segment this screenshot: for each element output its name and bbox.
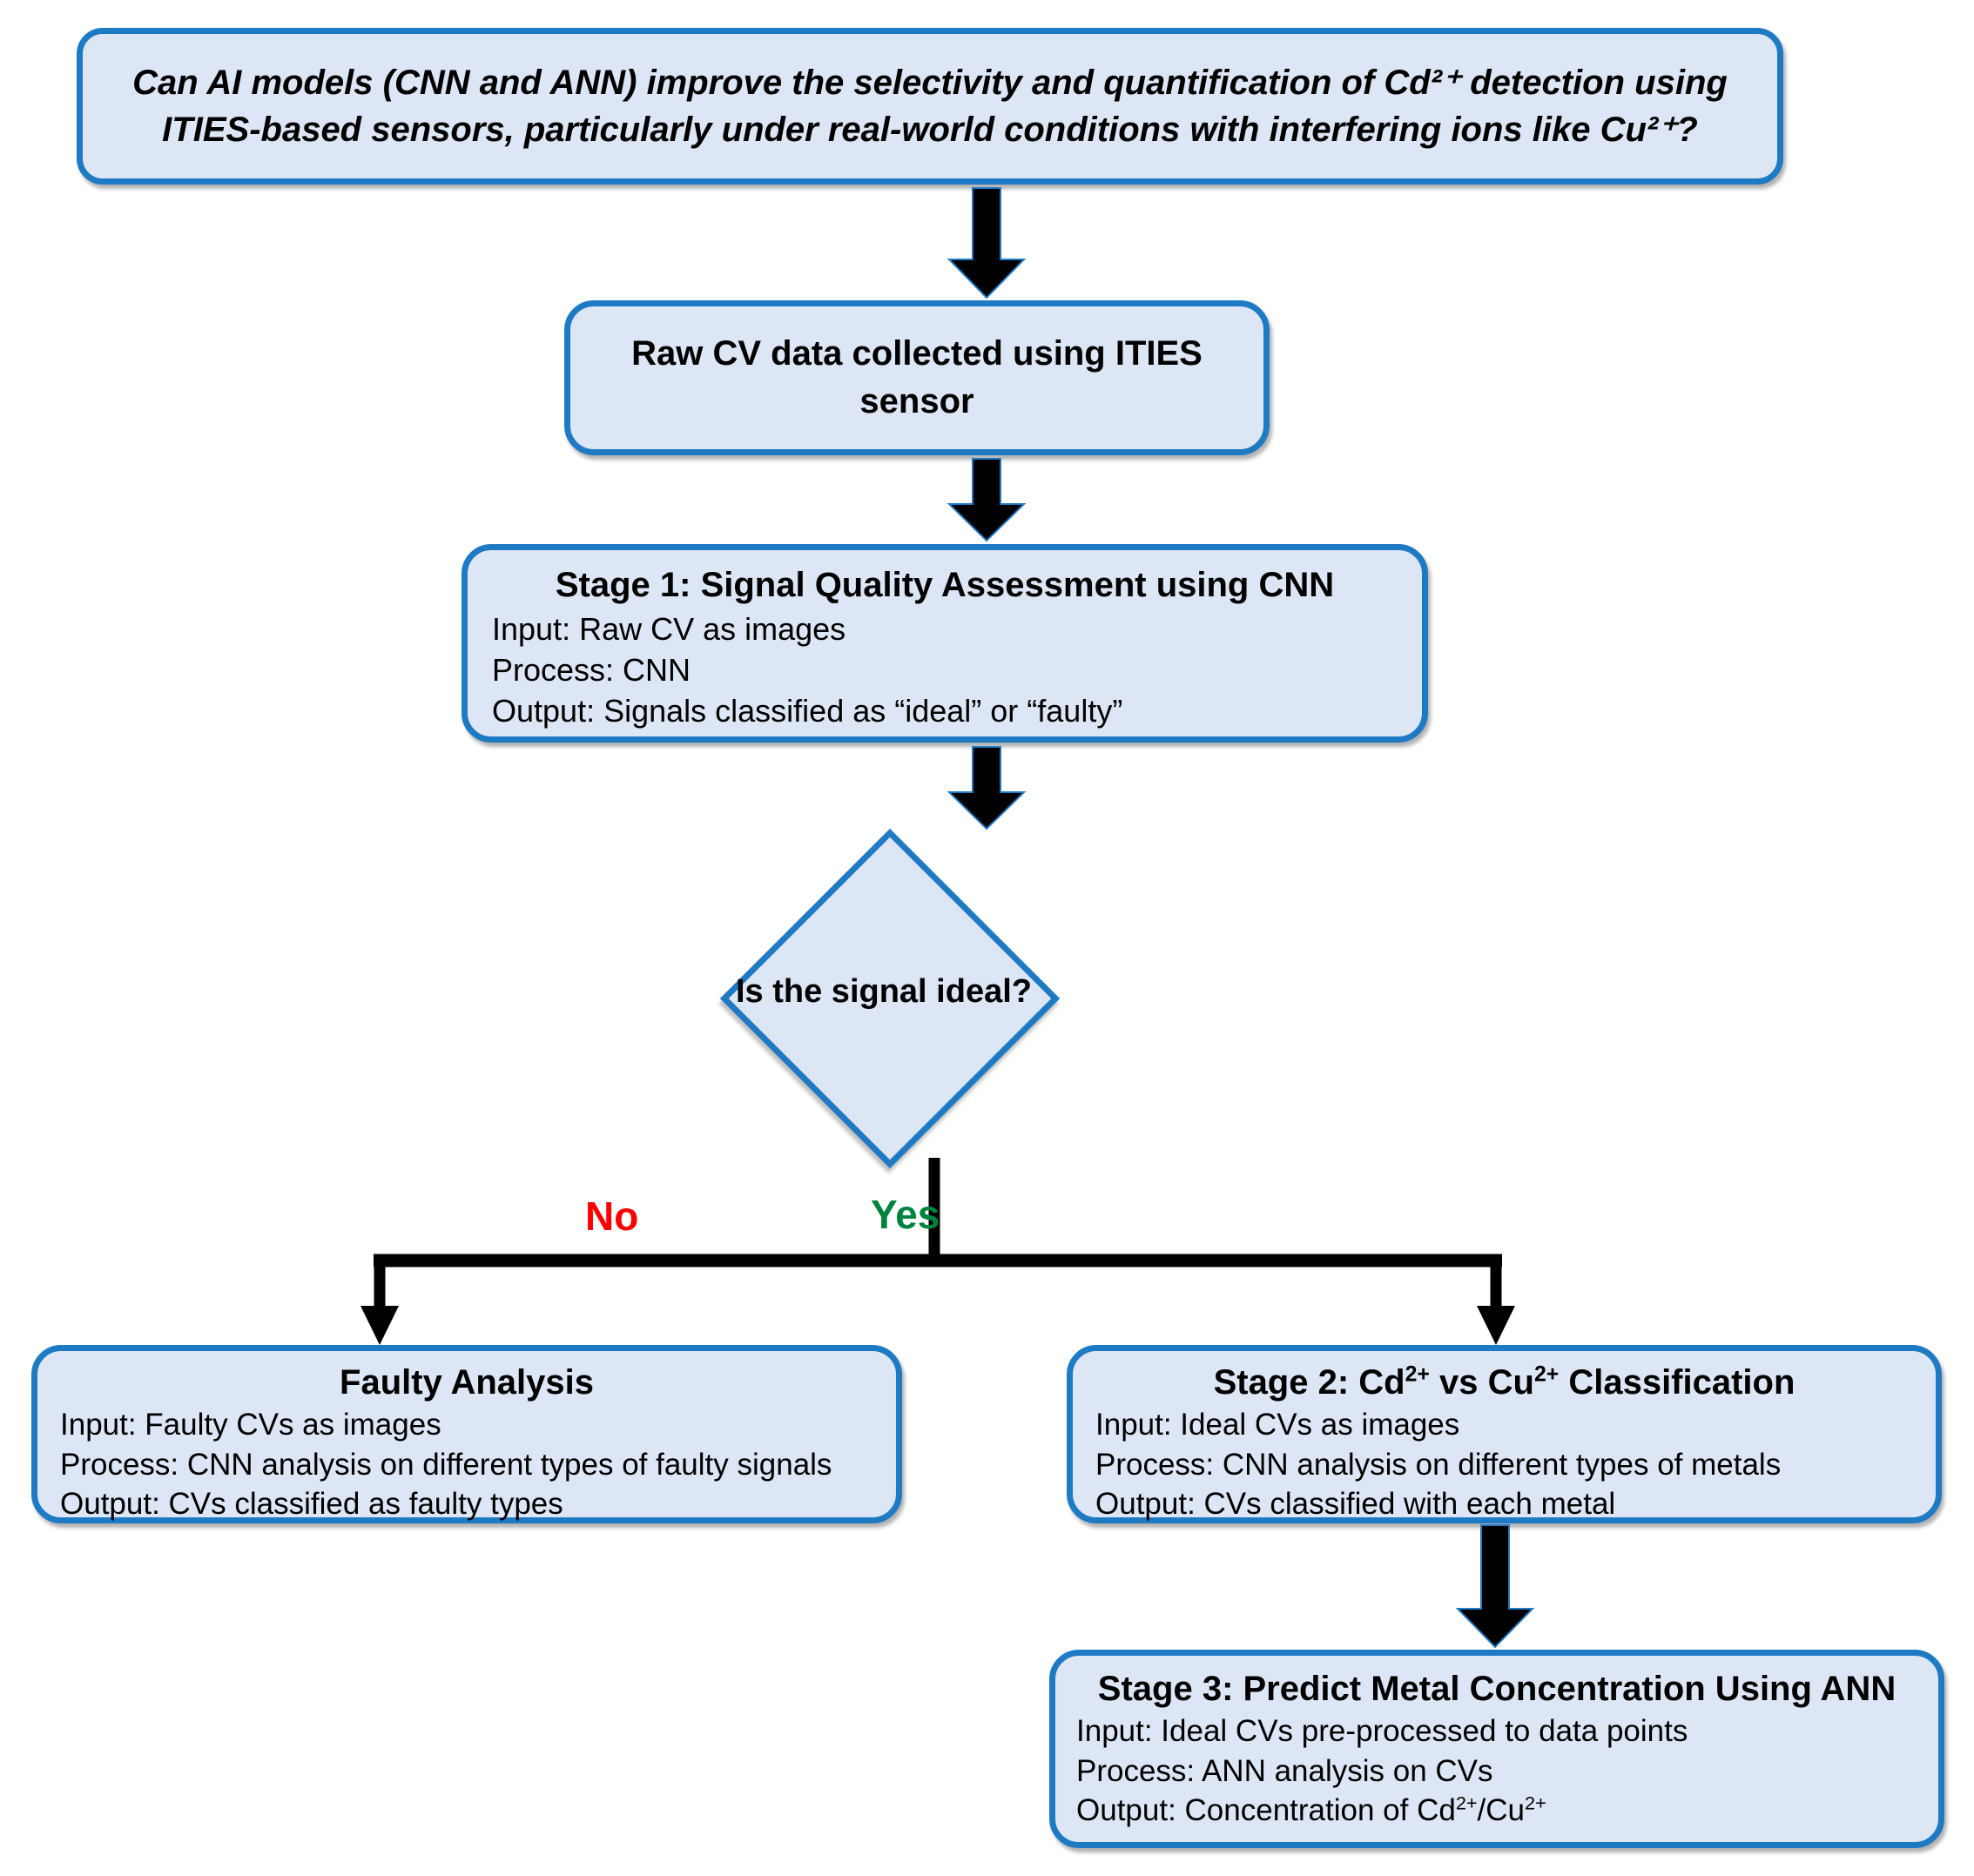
stage3-input: Input: Ideal CVs pre-processed to data p… <box>1076 1714 1688 1748</box>
stage2-output: Output: CVs classified with each metal <box>1095 1487 1616 1521</box>
stage3-output-mid: /Cu <box>1477 1793 1526 1827</box>
branch-label-yes: Yes <box>871 1192 940 1237</box>
node-raw-cv-data: Raw CV data collected using ITIES sensor <box>564 300 1270 455</box>
stage1-process: Process: CNN <box>492 652 691 689</box>
node-stage-3: Stage 3: Predict Metal Concentration Usi… <box>1049 1650 1944 1848</box>
stage2-title-mid: vs Cu <box>1429 1363 1534 1402</box>
node-decision-is-signal-ideal: Is the signal ideal? <box>719 828 1061 1169</box>
stage3-output-sup2: 2+ <box>1525 1792 1546 1814</box>
faulty-title: Faulty Analysis <box>340 1363 594 1402</box>
raw-cv-text: Raw CV data collected using ITIES sensor <box>631 333 1203 420</box>
stage2-input: Input: Ideal CVs as images <box>1095 1408 1460 1442</box>
arrow-question-to-rawcv <box>947 187 1027 299</box>
branch-label-no: No <box>585 1194 639 1239</box>
stage2-title-suffix: Classification <box>1559 1363 1795 1402</box>
stage2-title-prefix: Stage 2: Cd <box>1213 1363 1405 1402</box>
stage1-input: Input: Raw CV as images <box>492 611 846 647</box>
stage2-title-sup1: 2+ <box>1405 1362 1430 1387</box>
arrow-stage2-to-stage3 <box>1455 1524 1535 1649</box>
stage2-title: Stage 2: Cd2+ vs Cu2+ Classification <box>1095 1363 1913 1402</box>
stage2-title-sup2: 2+ <box>1533 1362 1560 1387</box>
faulty-output: Output: CVs classified as faulty types <box>60 1487 563 1521</box>
stage1-title: Stage 1: Signal Quality Assessment using… <box>555 566 1335 604</box>
node-stage-2: Stage 2: Cd2+ vs Cu2+ Classification Inp… <box>1067 1345 1942 1523</box>
faulty-input: Input: Faulty CVs as images <box>60 1408 441 1442</box>
stage2-process: Process: CNN analysis on different types… <box>1095 1447 1782 1482</box>
stage3-output: Output: Concentration of Cd2+/Cu2+ <box>1076 1791 1917 1831</box>
node-research-question: Can AI models (CNN and ANN) improve the … <box>77 28 1783 185</box>
stage3-title: Stage 3: Predict Metal Concentration Usi… <box>1097 1670 1897 1708</box>
decision-label: Is the signal ideal? <box>736 973 1032 1011</box>
stage1-output: Output: Signals classified as “ideal” or… <box>492 693 1123 730</box>
stage3-process: Process: ANN analysis on CVs <box>1076 1753 1493 1788</box>
node-faulty-analysis: Faulty Analysis Input: Faulty CVs as ima… <box>31 1345 902 1523</box>
research-question-text: Can AI models (CNN and ANN) improve the … <box>132 64 1728 149</box>
stage3-output-prefix: Output: Concentration of Cd <box>1076 1793 1456 1827</box>
arrow-rawcv-to-stage1 <box>947 458 1027 542</box>
faulty-process: Process: CNN analysis on different types… <box>60 1447 832 1482</box>
node-stage-1: Stage 1: Signal Quality Assessment using… <box>461 544 1428 743</box>
stage3-output-sup1: 2+ <box>1455 1792 1478 1814</box>
arrow-stage1-to-decision <box>947 746 1027 830</box>
